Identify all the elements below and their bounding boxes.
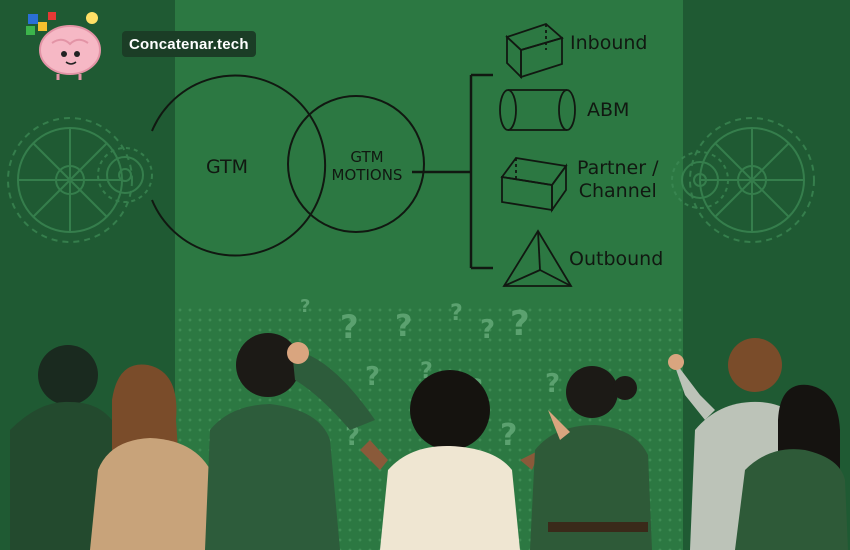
cube-icon xyxy=(505,22,564,80)
person-7 xyxy=(735,384,848,550)
svg-text:?: ? xyxy=(345,422,360,452)
gtm-circle xyxy=(151,74,327,257)
branch-label-outbound: Outbound xyxy=(569,248,664,270)
pyramid-icon xyxy=(502,229,573,287)
branch-label-inbound: Inbound xyxy=(570,32,648,54)
branch-connector xyxy=(412,73,493,270)
svg-text:?: ? xyxy=(340,308,359,346)
partner-line1: Partner / xyxy=(577,157,659,179)
svg-text:?: ? xyxy=(545,369,560,399)
svg-text:?: ? xyxy=(365,362,380,392)
svg-text:?: ? xyxy=(510,304,530,344)
person-3 xyxy=(205,333,375,550)
gtm-label: GTM xyxy=(206,156,249,178)
people-group xyxy=(10,333,848,550)
brand-name: Concatenar.tech xyxy=(129,35,249,53)
branch-label-abm: ABM xyxy=(587,99,630,121)
svg-text:?: ? xyxy=(395,309,412,344)
gear-icon-right xyxy=(671,117,815,243)
gear-icon-left xyxy=(7,117,153,243)
person-4 xyxy=(360,370,540,550)
cylinder-icon xyxy=(499,89,576,131)
svg-text:?: ? xyxy=(300,296,310,317)
person-5 xyxy=(530,366,652,550)
venn-diagram xyxy=(151,74,425,257)
gtm-motions-label: GTM MOTIONS xyxy=(322,148,412,184)
brand-pill: Concatenar.tech xyxy=(122,31,256,57)
svg-text:?: ? xyxy=(450,301,463,326)
svg-text:?: ? xyxy=(480,315,495,345)
partner-line2: Channel xyxy=(578,180,657,202)
branch-label-partner-channel: Partner / Channel xyxy=(577,157,659,203)
brain-mascot-icon xyxy=(26,12,101,80)
brand: Concatenar.tech xyxy=(22,8,256,82)
gtm-motions-line1: GTM xyxy=(350,148,384,166)
question-mark-icon: ? ? ? ? ? ? ? ? ? ? ? ? ? xyxy=(300,296,634,453)
box-icon xyxy=(500,157,568,213)
gtm-motions-circle xyxy=(287,95,425,233)
svg-text:?: ? xyxy=(500,418,517,453)
gtm-motions-line2: MOTIONS xyxy=(331,166,403,184)
